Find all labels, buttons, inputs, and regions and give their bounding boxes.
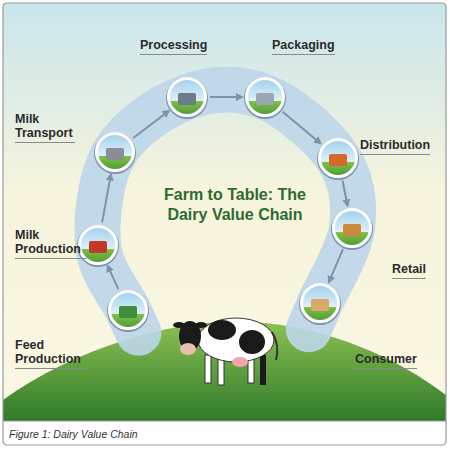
figure-frame xyxy=(3,3,446,445)
sky xyxy=(3,3,446,421)
stage-label: Retail xyxy=(392,262,426,279)
stage-icon-circle xyxy=(247,79,284,116)
caption-rule xyxy=(3,421,446,422)
circle-outline xyxy=(167,77,207,117)
cow-body xyxy=(198,318,274,362)
stage-icon-circle xyxy=(97,134,134,171)
stage-icon xyxy=(178,93,196,105)
stage-label: Consumer xyxy=(355,352,417,369)
stage-icon xyxy=(106,148,124,160)
stage-circle: Distribution xyxy=(318,138,358,178)
circle-outline xyxy=(332,208,372,248)
circle-shadow xyxy=(94,132,136,174)
circle-shadow xyxy=(166,77,208,119)
stage-label: Milk Production xyxy=(15,228,87,259)
circle-outline xyxy=(78,225,118,265)
flow-arrow xyxy=(283,112,321,144)
circle-outline xyxy=(300,283,340,323)
stage-icon xyxy=(311,299,329,311)
circle-shadow xyxy=(331,208,373,250)
ring-layer xyxy=(97,90,353,333)
cow-patch xyxy=(239,330,265,354)
stage-label: Packaging xyxy=(272,38,335,55)
cow-patch xyxy=(208,320,236,340)
circle-shadow xyxy=(77,225,119,267)
cow-ear xyxy=(195,322,207,328)
stage-circle: Milk Transport xyxy=(95,132,135,172)
flow-arrow xyxy=(102,175,111,223)
circle-outline xyxy=(245,77,285,117)
flow-arrow xyxy=(133,111,168,138)
stage-icon-circle xyxy=(110,292,147,329)
cow-leg xyxy=(260,355,266,385)
stage-label: Milk Transport xyxy=(15,112,75,143)
circle-shadow xyxy=(299,283,341,325)
circle-outline xyxy=(318,138,358,178)
cow-muzzle xyxy=(180,343,196,355)
stage-icon-circle xyxy=(169,79,206,116)
circle-outline xyxy=(108,290,148,330)
stage-icon xyxy=(329,154,347,166)
flow-arrow xyxy=(343,181,348,206)
stage-icon xyxy=(343,224,361,236)
flow-arrow xyxy=(210,96,242,98)
stage-icon-circle xyxy=(302,285,339,322)
stage-icon-circle xyxy=(334,210,371,247)
circle-shadow xyxy=(317,138,359,180)
diagram-title: Farm to Table: The Dairy Value Chain xyxy=(147,185,323,225)
stage-circle: Retail xyxy=(332,208,372,248)
circle-shadow xyxy=(244,77,286,119)
cow-leg xyxy=(205,355,211,383)
circle-shadow xyxy=(107,290,149,332)
figure-caption: Figure 1: Dairy Value Chain xyxy=(9,428,138,440)
flow-arrow xyxy=(329,249,343,282)
stage-icon-circle xyxy=(80,227,117,264)
circle-outline xyxy=(95,132,135,172)
stage-label: Distribution xyxy=(360,138,430,155)
stage-icon xyxy=(119,306,137,318)
ring-band xyxy=(97,90,353,333)
stage-icon xyxy=(89,241,107,253)
stage-label: Processing xyxy=(140,38,207,55)
cow-tail xyxy=(272,332,277,360)
stage-label: Feed Production xyxy=(15,338,87,369)
stage-icon-circle xyxy=(320,140,357,177)
stage-circle: Consumer xyxy=(300,283,340,323)
cow-ear xyxy=(173,322,185,328)
stage-circle: Feed Production xyxy=(108,290,148,330)
stage-circle: Processing xyxy=(167,77,207,117)
cow-udder xyxy=(232,357,248,367)
stage-circle: Milk Production xyxy=(78,225,118,265)
cow xyxy=(173,318,277,385)
stage-circle: Packaging xyxy=(245,77,285,117)
flow-arrow xyxy=(108,266,119,289)
stage-icon xyxy=(256,93,274,105)
